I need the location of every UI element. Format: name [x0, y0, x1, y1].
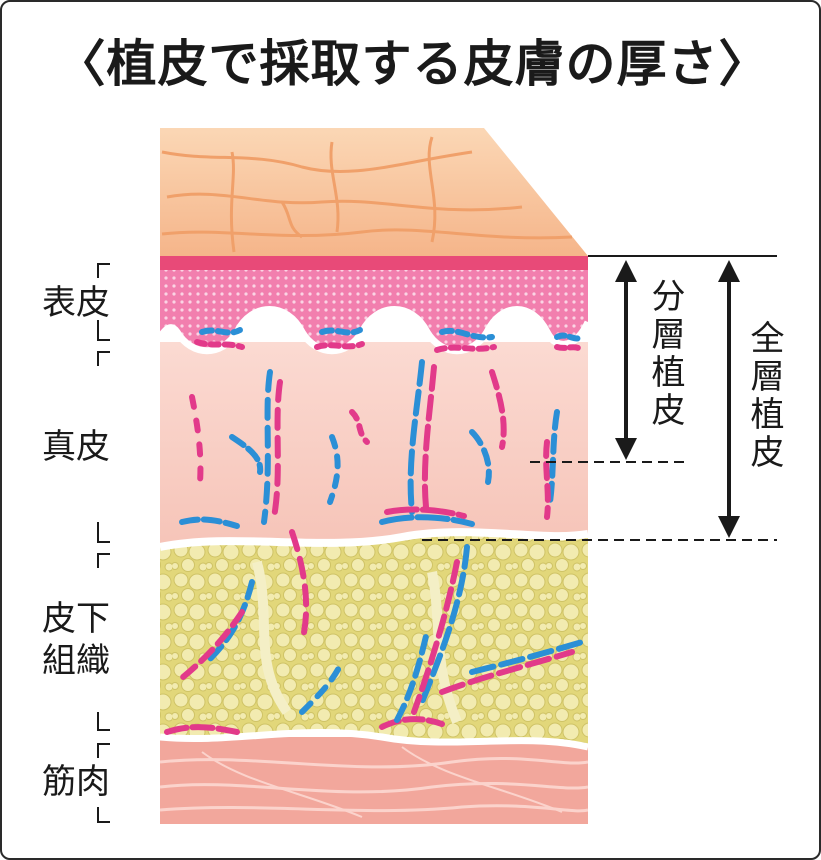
diagram-title: 〈植皮で採取する皮膚の厚さ〉	[55, 35, 770, 93]
label-epidermis: 表皮	[42, 283, 110, 323]
layer-brackets	[97, 263, 110, 823]
skin-surface	[160, 128, 588, 256]
label-subcutis-line2: 組織	[42, 641, 110, 681]
label-dermis: 真皮	[42, 427, 110, 467]
label-full-thickness-graft: 全層植皮	[744, 320, 784, 472]
blood-vessels	[164, 327, 585, 735]
label-muscle: 筋肉	[42, 762, 110, 802]
graft-indicators	[422, 255, 777, 541]
muscle-layer	[160, 737, 588, 824]
label-split-thickness-graft: 分層植皮	[645, 278, 685, 430]
split-thickness-arrow	[615, 260, 637, 460]
label-subcutis-line1: 皮下	[42, 599, 110, 639]
full-thickness-arrow	[718, 260, 740, 538]
epidermis-layer	[160, 256, 588, 355]
